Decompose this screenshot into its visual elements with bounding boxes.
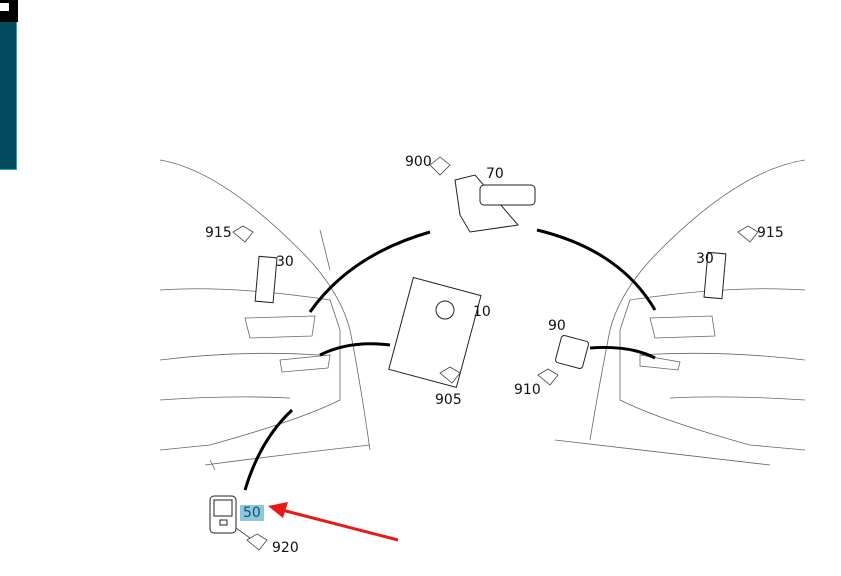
part-label-910: 910 [514, 382, 541, 398]
red-pointer-arrow [268, 502, 399, 542]
part-label-10: 10 [473, 304, 491, 320]
side-panel[interactable] [0, 22, 17, 170]
left-door-illustration [159, 159, 371, 471]
menu-icon[interactable] [0, 3, 9, 11]
part-label-920: 920 [272, 540, 299, 556]
part-label-915-left: 915 [205, 225, 232, 241]
right-door-illustration [554, 159, 806, 466]
connector-shapes [232, 156, 759, 551]
part-label-30-right: 30 [696, 251, 714, 267]
assembly-arrows [243, 228, 657, 491]
part-label-30-left: 30 [276, 254, 294, 270]
part-label-905: 905 [435, 392, 462, 408]
part-label-915-right: 915 [757, 225, 784, 241]
part-label-90: 90 [548, 318, 566, 334]
part-label-900: 900 [405, 154, 432, 170]
part-shapes [209, 174, 727, 534]
part-label-70: 70 [486, 166, 504, 182]
toolbar-corner [0, 0, 18, 22]
part-label-50-highlighted[interactable]: 50 [240, 505, 264, 521]
